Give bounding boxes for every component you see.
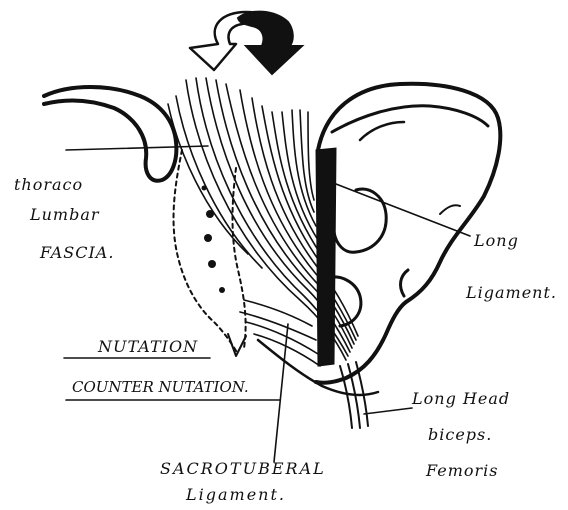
label-ligament-long: Ligament. [465,283,557,302]
solid-arrow-icon [238,12,302,74]
long-ligament-band [316,148,336,366]
label-lumbar: Lumbar [29,205,100,224]
iliac-crest-left [44,87,176,181]
label-sacrotuberal-ligament: Ligament. [185,485,286,504]
label-nutation: NUTATION [97,337,198,356]
label-thoraco: thoraco [14,175,83,194]
label-long-head: Long Head [411,389,510,408]
label-fascia: FASCIA. [39,243,114,262]
leader-lines [64,146,470,462]
label-long: Long [473,231,519,250]
sacral-foramen [219,287,225,293]
label-sacrotuberal: SACROTUBERAL [160,459,326,478]
ilium-outline [316,84,500,383]
label-counter-nutation: COUNTER NUTATION. [72,378,249,396]
nutation-arrow-icons [190,12,302,74]
label-biceps: biceps. [428,425,492,444]
sacral-foramen [208,260,216,268]
sacral-foramen [204,234,212,242]
label-femoris: Femoris [425,461,498,480]
